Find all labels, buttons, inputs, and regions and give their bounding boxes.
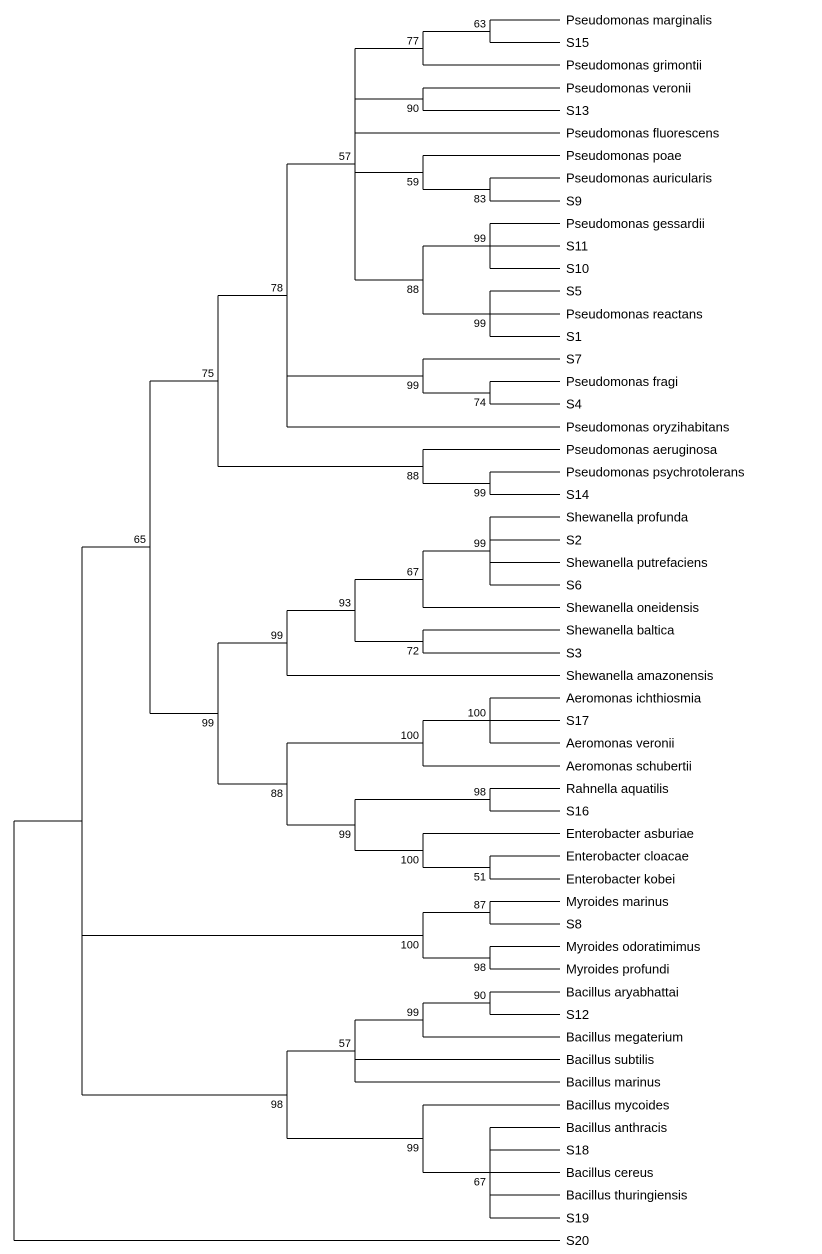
bootstrap-value: 99 [474, 487, 486, 499]
bootstrap-value: 78 [271, 282, 283, 294]
taxon-label: S13 [566, 103, 589, 118]
taxon-label: S11 [566, 239, 588, 254]
taxon-label: S5 [566, 284, 582, 299]
taxon-label: S6 [566, 578, 582, 593]
taxon-label: Enterobacter asburiae [566, 826, 694, 841]
bootstrap-value: 65 [134, 534, 146, 546]
taxon-label: Pseudomonas aeruginosa [566, 442, 718, 457]
taxon-label: S3 [566, 645, 582, 660]
bootstrap-value: 74 [474, 397, 486, 409]
taxon-label: S2 [566, 532, 582, 547]
taxon-label: S16 [566, 804, 589, 819]
taxon-label: Pseudomonas fragi [566, 374, 678, 389]
bootstrap-value: 99 [202, 718, 214, 730]
bootstrap-value: 100 [401, 855, 419, 867]
taxon-label: Bacillus megaterium [566, 1030, 683, 1045]
bootstrap-value: 99 [474, 233, 486, 245]
bootstrap-value: 100 [401, 939, 419, 951]
bootstrap-value: 98 [271, 1099, 283, 1111]
bootstrap-value: 99 [474, 318, 486, 330]
taxon-label: S17 [566, 713, 589, 728]
taxon-label: Aeromonas veronii [566, 736, 674, 751]
taxon-label: Shewanella putrefaciens [566, 555, 708, 570]
bootstrap-value: 100 [468, 708, 486, 720]
taxon-label: Myroides marinus [566, 894, 669, 909]
bootstrap-value: 63 [474, 18, 486, 30]
bootstrap-value: 100 [401, 730, 419, 742]
taxon-label: S8 [566, 917, 582, 932]
taxon-label: S10 [566, 261, 589, 276]
taxon-label: S1 [566, 329, 582, 344]
taxon-label: Bacillus marinus [566, 1075, 661, 1090]
bootstrap-value: 59 [407, 177, 419, 189]
taxon-label: Myroides odoratimimus [566, 939, 701, 954]
bootstrap-value: 99 [474, 538, 486, 550]
taxon-label: Shewanella profunda [566, 510, 689, 525]
bootstrap-value: 99 [407, 380, 419, 392]
taxon-label: Pseudomonas veronii [566, 80, 691, 95]
taxon-label: Aeromonas ichthiosmia [566, 691, 702, 706]
taxon-label: S12 [566, 1007, 589, 1022]
taxon-label: Pseudomonas oryzihabitans [566, 419, 730, 434]
taxon-label: S7 [566, 352, 582, 367]
taxon-label: Pseudomonas gessardii [566, 216, 705, 231]
taxon-label: Myroides profundi [566, 962, 669, 977]
taxon-label: S4 [566, 397, 582, 412]
bootstrap-value: 93 [339, 597, 351, 609]
taxon-label: Enterobacter kobei [566, 871, 675, 886]
bootstrap-value: 67 [474, 1177, 486, 1189]
taxon-label: Shewanella amazonensis [566, 668, 714, 683]
taxon-label: Bacillus thuringiensis [566, 1188, 688, 1203]
taxon-label: Bacillus aryabhattai [566, 984, 679, 999]
bootstrap-value: 88 [271, 788, 283, 800]
bootstrap-value: 57 [339, 151, 351, 163]
bootstrap-value: 99 [271, 630, 283, 642]
taxon-label: S20 [566, 1233, 589, 1248]
bootstrap-value: 98 [474, 962, 486, 974]
taxon-label: Pseudomonas reactans [566, 306, 703, 321]
taxon-label: Bacillus mycoides [566, 1097, 670, 1112]
taxon-label: Pseudomonas psychrotolerans [566, 465, 745, 480]
taxon-label: Enterobacter cloacae [566, 849, 689, 864]
bootstrap-value: 77 [407, 35, 419, 47]
bootstrap-value: 72 [407, 646, 419, 658]
bootstrap-value: 67 [407, 566, 419, 578]
bootstrap-value: 87 [474, 900, 486, 912]
bootstrap-value: 51 [474, 872, 486, 884]
taxon-label: S9 [566, 193, 582, 208]
taxon-label: Pseudomonas auricularis [566, 171, 712, 186]
taxon-label: Shewanella baltica [566, 623, 675, 638]
taxon-label: Pseudomonas poae [566, 148, 682, 163]
taxon-label: S18 [566, 1143, 589, 1158]
bootstrap-value: 75 [202, 368, 214, 380]
taxon-label: S15 [566, 35, 589, 50]
taxon-label: Bacillus anthracis [566, 1120, 668, 1135]
bootstrap-value: 99 [407, 1007, 419, 1019]
bootstrap-value: 90 [407, 103, 419, 115]
taxon-label: S19 [566, 1210, 589, 1225]
bootstrap-value: 90 [474, 990, 486, 1002]
taxon-label: Pseudomonas grimontii [566, 58, 702, 73]
bootstrap-value: 99 [339, 829, 351, 841]
taxon-label: Shewanella oneidensis [566, 600, 699, 615]
taxon-label: S14 [566, 487, 589, 502]
taxon-label: Bacillus subtilis [566, 1052, 655, 1067]
bootstrap-value: 83 [474, 194, 486, 206]
bootstrap-value: 88 [407, 284, 419, 296]
bootstrap-value: 98 [474, 787, 486, 799]
taxon-label: Bacillus cereus [566, 1165, 654, 1180]
bootstrap-value: 88 [407, 470, 419, 482]
taxon-label: Pseudomonas fluorescens [566, 126, 720, 141]
taxon-label: Pseudomonas marginalis [566, 13, 712, 28]
taxon-label: Aeromonas schubertii [566, 758, 692, 773]
bootstrap-value: 57 [339, 1038, 351, 1050]
taxon-label: Rahnella aquatilis [566, 781, 669, 796]
bootstrap-value: 99 [407, 1143, 419, 1155]
